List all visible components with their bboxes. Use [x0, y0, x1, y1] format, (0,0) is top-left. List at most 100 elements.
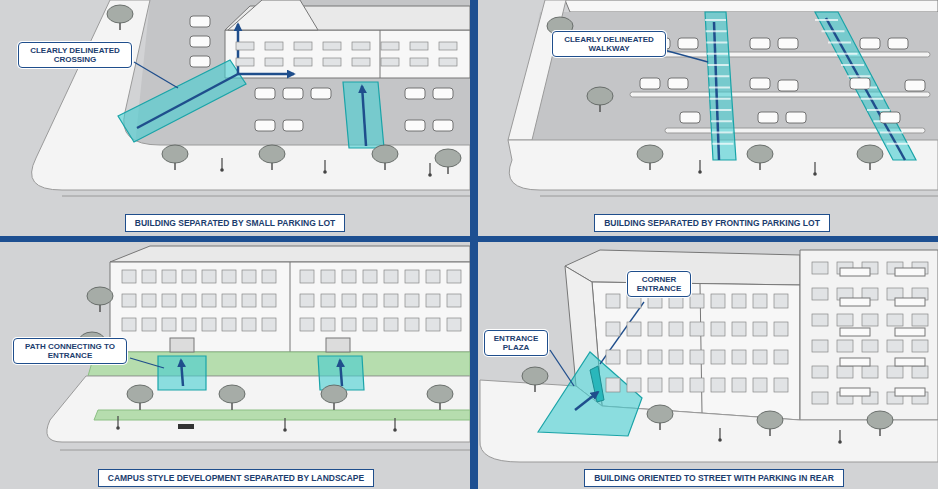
balcony	[895, 328, 925, 336]
tree-crown	[637, 145, 663, 163]
window	[862, 366, 878, 378]
car	[786, 112, 806, 123]
building-joint	[290, 262, 291, 352]
stripe	[706, 30, 727, 32]
window	[753, 378, 767, 392]
window	[222, 270, 236, 283]
window	[711, 322, 725, 336]
window	[606, 350, 620, 364]
tree	[587, 87, 613, 112]
tree	[637, 145, 663, 170]
window	[294, 58, 312, 66]
tree	[162, 145, 188, 170]
window	[774, 350, 788, 364]
lamp-base	[838, 440, 842, 444]
balcony	[895, 388, 925, 396]
path-arrow	[238, 73, 294, 76]
lamp	[323, 160, 327, 174]
lamp	[428, 163, 432, 177]
callout-label: CORNER ENTRANCE	[634, 275, 684, 293]
window	[774, 378, 788, 392]
balcony	[895, 358, 925, 366]
lamp	[283, 418, 287, 432]
window	[142, 318, 156, 331]
window	[262, 318, 276, 331]
crossing	[343, 82, 384, 148]
car	[668, 78, 688, 89]
window	[774, 294, 788, 308]
balcony	[895, 268, 925, 276]
callout-label: CLEARLY DELINEATED WALKWAY	[559, 35, 659, 53]
car	[433, 88, 453, 99]
window	[812, 392, 828, 404]
path-arrow	[575, 392, 598, 410]
window	[182, 294, 196, 307]
lamps	[116, 158, 842, 444]
window	[236, 42, 254, 50]
car	[190, 16, 210, 27]
lawn	[88, 352, 470, 376]
tree-crown	[372, 145, 398, 163]
tree	[867, 411, 893, 436]
window-grid	[122, 270, 276, 331]
tree	[435, 149, 461, 174]
car	[190, 56, 210, 67]
panel-street-oriented	[480, 250, 938, 462]
window	[606, 294, 620, 308]
tree	[522, 367, 548, 392]
window	[381, 58, 399, 66]
building-rear	[800, 250, 938, 420]
tree-crown	[587, 87, 613, 105]
leader-line	[134, 62, 178, 88]
window	[142, 270, 156, 283]
lamp-base	[813, 172, 817, 176]
stripe	[707, 53, 728, 55]
lamp	[838, 430, 842, 444]
window	[222, 318, 236, 331]
tree-crown	[857, 145, 883, 163]
tree-crown	[747, 145, 773, 163]
window	[690, 294, 704, 308]
car	[433, 120, 453, 131]
window	[342, 294, 356, 307]
lamp-post	[324, 160, 325, 172]
callout-box: CLEARLY DELINEATED CROSSING	[18, 42, 132, 68]
window	[262, 270, 276, 283]
window	[648, 378, 662, 392]
car	[255, 120, 275, 131]
window	[426, 318, 440, 331]
panel-fronting-lot	[508, 0, 938, 196]
tree-crown	[757, 411, 783, 429]
walkway-stripes	[705, 20, 910, 144]
window	[122, 318, 136, 331]
car	[255, 88, 275, 99]
window	[363, 318, 377, 331]
window	[648, 350, 662, 364]
window	[352, 58, 370, 66]
window-grid	[236, 42, 457, 66]
window	[711, 294, 725, 308]
caption-text: BUILDING ORIENTED TO STREET WITH PARKING…	[594, 473, 834, 483]
window	[753, 294, 767, 308]
balcony	[840, 358, 870, 366]
lamp-post	[429, 163, 430, 175]
window	[265, 42, 283, 50]
tree	[259, 145, 285, 170]
stripe	[861, 98, 884, 100]
stripe	[815, 19, 838, 21]
window	[690, 350, 704, 364]
car	[905, 80, 925, 91]
window	[627, 378, 641, 392]
window	[426, 294, 440, 307]
window	[410, 58, 428, 66]
window	[606, 322, 620, 336]
window-grid	[812, 262, 928, 404]
stripe	[711, 120, 732, 122]
window	[342, 318, 356, 331]
tree-crown	[87, 287, 113, 305]
window	[262, 294, 276, 307]
tree	[127, 385, 153, 410]
